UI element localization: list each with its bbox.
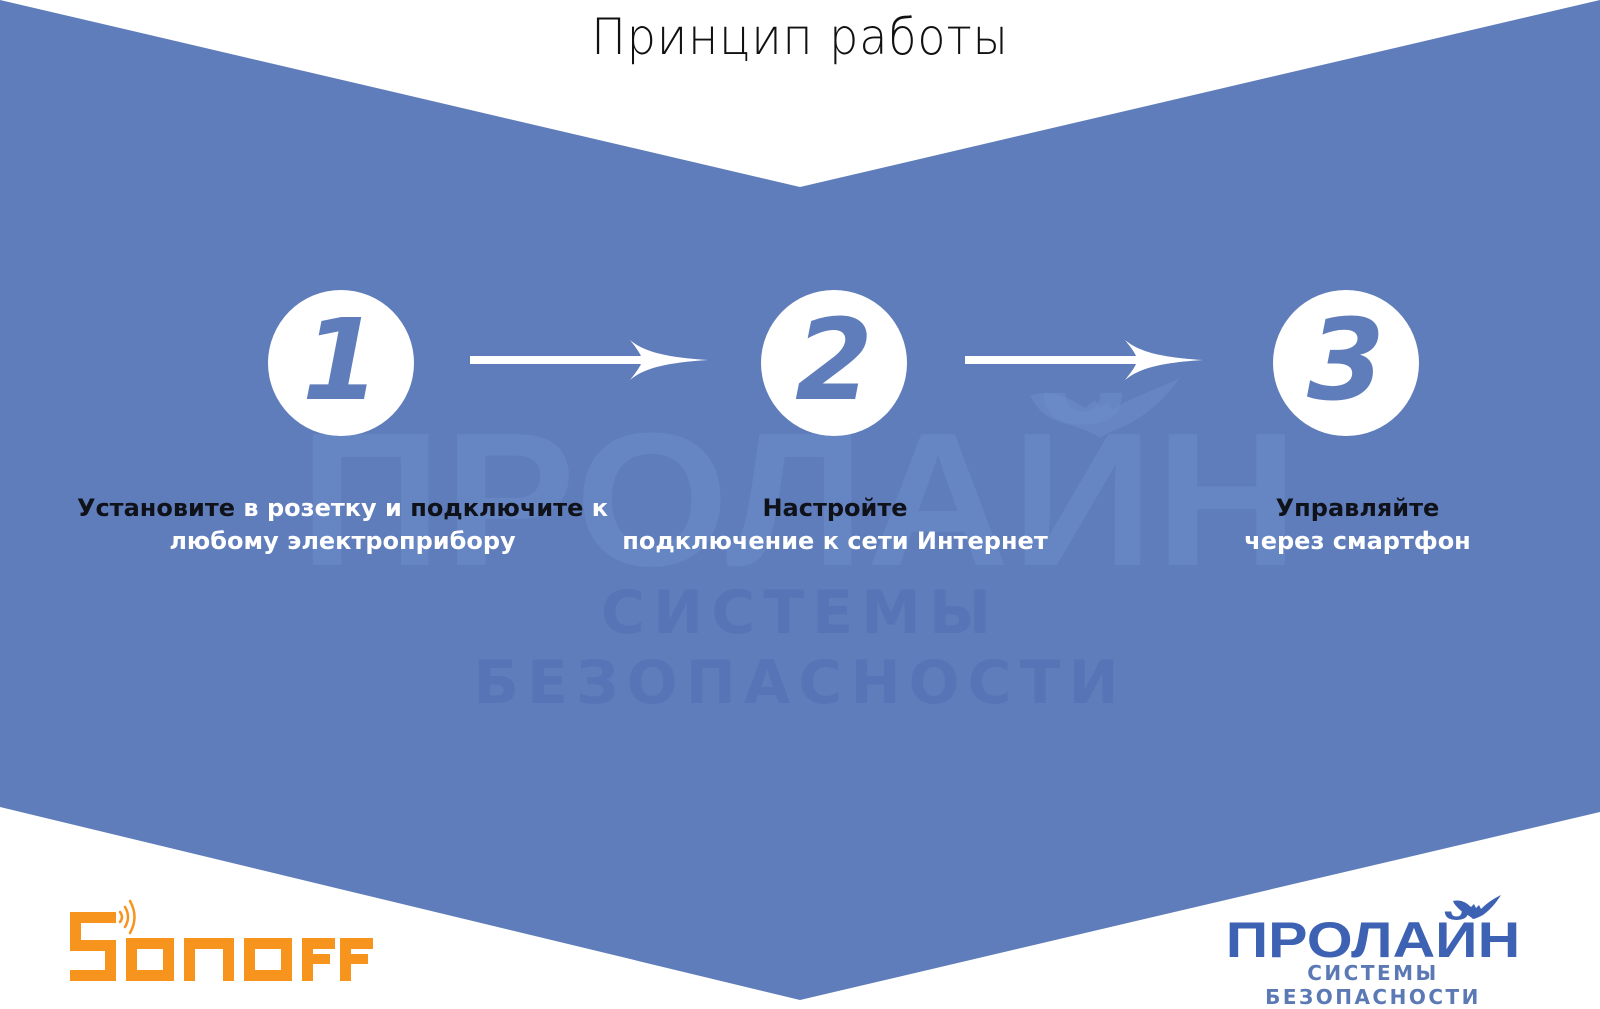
- arrow-right-icon: [965, 340, 1203, 380]
- prolain-wordmark: ПРОЛАЙН: [1225, 912, 1521, 968]
- watermark-bat-icon: [1030, 378, 1180, 438]
- step-2-circle: 2: [761, 290, 907, 436]
- step-2-description: Настройте подключение к сети Интернет: [620, 492, 1050, 558]
- step-1-verb: Установите: [76, 494, 236, 522]
- step-2-line-1: Настройте: [762, 494, 908, 522]
- step-3-line-2: через смартфон: [1244, 527, 1471, 555]
- prolain-tagline: СИСТЕМЫ БЕЗОПАСНОСТИ: [1265, 961, 1481, 1009]
- sonoff-logo: [70, 899, 373, 981]
- step-1-text-b: к: [583, 494, 609, 522]
- step-1-circle: 1: [268, 290, 414, 436]
- step-2-line-2: подключение к сети Интернет: [622, 527, 1048, 555]
- step-1-line-2: любому электроприбору: [169, 527, 516, 555]
- bat-icon: [1453, 895, 1501, 919]
- step-3-circle: 3: [1273, 290, 1419, 436]
- step-1-text-a: в розетку и: [235, 494, 411, 522]
- step-3-number: 3: [1307, 296, 1385, 426]
- step-1-number: 1: [302, 296, 380, 426]
- wifi-signal-icon: [118, 899, 136, 935]
- step-1-description: Установите в розетку и подключите к любо…: [60, 492, 625, 558]
- watermark-brand: ПРОЛАЙН: [299, 394, 1301, 606]
- watermark-tagline: СИСТЕМЫ БЕЗОПАСНОСТИ: [473, 578, 1127, 718]
- step-1-verb-2: подключите: [410, 494, 584, 522]
- step-1-line-1: Установите в розетку и подключите к: [60, 492, 625, 525]
- step-3-line-1: Управляйте: [1275, 494, 1440, 522]
- step-2-number: 2: [795, 296, 873, 426]
- step-3-description: Управляйте через смартфон: [1185, 492, 1530, 558]
- page-title: Принцип работы: [591, 8, 1009, 66]
- prolain-logo: ПРОЛАЙН СИСТЕМЫ БЕЗОПАСНОСТИ: [1198, 895, 1548, 1009]
- arrow-right-icon: [470, 340, 708, 380]
